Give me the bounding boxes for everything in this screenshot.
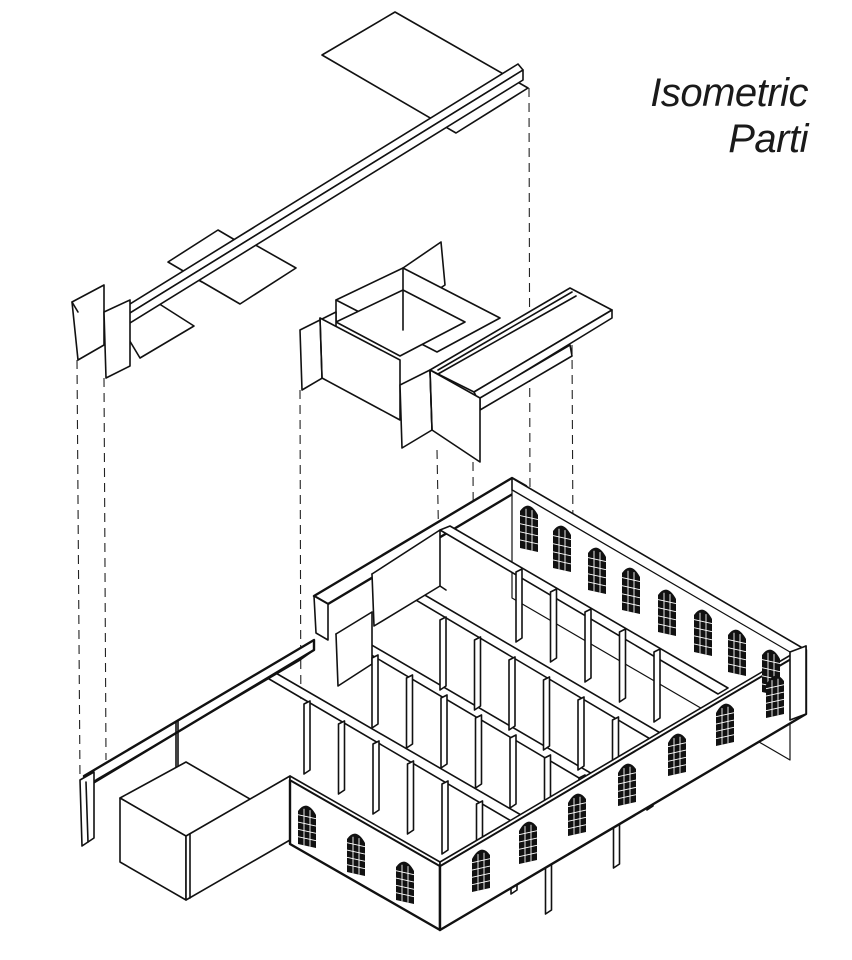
window <box>567 793 587 836</box>
window <box>727 629 747 676</box>
column <box>577 696 585 771</box>
windows <box>297 505 785 904</box>
window <box>587 547 607 594</box>
column <box>303 700 311 775</box>
circulation-spine-layer <box>71 11 529 379</box>
window <box>346 833 366 876</box>
spine-beam-side <box>108 69 524 337</box>
column <box>474 714 483 789</box>
column <box>372 740 380 815</box>
spine-beam-top <box>103 63 524 327</box>
window <box>518 821 538 864</box>
column <box>406 760 415 835</box>
title-line-2: Parti <box>728 117 808 161</box>
window <box>667 733 687 776</box>
column <box>549 588 558 663</box>
window <box>297 805 317 848</box>
building-base <box>79 476 808 932</box>
column <box>515 568 523 643</box>
courtyard-wall-module <box>299 241 613 463</box>
column <box>337 720 346 795</box>
left-fin-inner <box>103 299 131 379</box>
column <box>405 674 414 749</box>
window <box>617 763 637 806</box>
window <box>621 567 641 614</box>
window <box>657 589 677 636</box>
column <box>509 734 517 809</box>
column <box>584 608 592 683</box>
west-wing-wall <box>82 638 316 788</box>
window <box>395 861 415 904</box>
window <box>519 505 539 552</box>
column <box>440 694 448 769</box>
column <box>618 628 627 703</box>
window <box>552 525 572 572</box>
window <box>715 703 735 746</box>
column <box>653 648 661 723</box>
column <box>439 616 447 691</box>
column <box>508 656 516 731</box>
title-line-1: Isometric <box>650 71 808 115</box>
column <box>371 654 379 729</box>
diagram-title: Isometric Parti <box>650 70 808 162</box>
upper-plate <box>321 11 529 134</box>
column <box>473 636 482 711</box>
column <box>441 780 449 855</box>
window <box>765 675 785 718</box>
window <box>471 849 491 892</box>
left-fin-outer <box>71 284 105 361</box>
window <box>693 609 713 656</box>
column <box>542 676 551 751</box>
